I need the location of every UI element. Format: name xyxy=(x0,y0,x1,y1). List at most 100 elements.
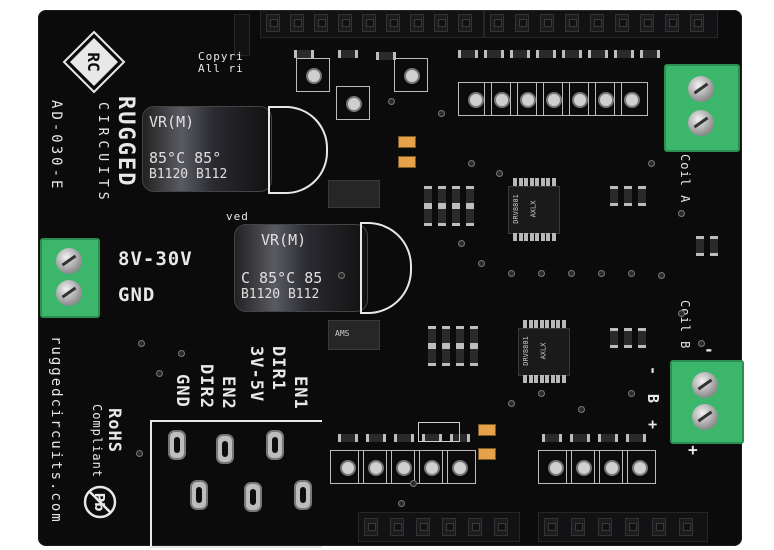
header-pin xyxy=(338,14,352,32)
capacitor-smd xyxy=(470,346,478,366)
ic-leg xyxy=(556,320,560,328)
header-pin xyxy=(598,518,612,536)
via xyxy=(496,170,503,177)
rohs-label: RoHS xyxy=(104,408,124,453)
driver-chip-upper: DRV8801 AXLX xyxy=(508,178,560,241)
header-pin xyxy=(665,14,679,32)
capacitor-bottom: VR(M) C 85°C 85 B1120 B112 xyxy=(234,224,368,312)
via xyxy=(538,270,545,277)
led-icon xyxy=(398,156,416,168)
pad-square xyxy=(562,82,596,116)
resistor xyxy=(338,50,358,58)
ic-leg xyxy=(556,375,560,383)
via xyxy=(678,210,685,217)
ic-leg xyxy=(535,178,539,186)
capacitor-smd xyxy=(696,236,704,256)
resistor xyxy=(422,434,442,442)
coil-b-plus: + xyxy=(688,440,699,459)
via xyxy=(478,260,485,267)
rc-logo-icon: RC xyxy=(62,30,126,94)
cap-top-outline xyxy=(268,106,328,194)
capacitor-smd xyxy=(438,186,446,206)
header-pin xyxy=(679,518,693,536)
ic-leg xyxy=(551,233,556,241)
coil-b-plus-2: + xyxy=(644,420,662,431)
header-pin xyxy=(386,14,400,32)
pad-square xyxy=(484,82,518,116)
ic-leg xyxy=(518,178,523,186)
jumper-slot xyxy=(244,482,262,512)
ic-leg xyxy=(518,233,523,241)
capacitor-smd xyxy=(442,326,450,346)
via xyxy=(578,406,585,413)
pad-square xyxy=(442,450,476,484)
via xyxy=(458,240,465,247)
via xyxy=(628,270,635,277)
cap-bottom-brand: VR(M) xyxy=(261,231,307,249)
header-pin xyxy=(515,14,529,32)
ic-leg xyxy=(529,178,534,186)
ic-leg xyxy=(539,375,544,383)
screw-icon xyxy=(692,404,718,430)
pad-square xyxy=(536,82,570,116)
coil-b-label: Coil B xyxy=(678,300,692,350)
ic-leg xyxy=(523,375,527,383)
resistor xyxy=(338,434,358,442)
capacitor-smd xyxy=(452,186,460,206)
header-pin xyxy=(494,518,508,536)
ic-leg xyxy=(540,178,545,186)
pad-square xyxy=(510,82,544,116)
pad-square xyxy=(358,450,392,484)
regulator-label: AMS xyxy=(335,329,350,338)
via xyxy=(156,370,163,377)
coil-b-letter: B xyxy=(644,394,662,405)
brand-circuits: CIRCUITS xyxy=(95,102,110,205)
pcb-board: RC RUGGED CIRCUITS AD-030-E ruggedcircui… xyxy=(38,10,744,548)
led-icon xyxy=(478,424,496,436)
cap-top-brand: VR(M) xyxy=(149,113,195,131)
cap-bottom-outline xyxy=(360,222,412,314)
ic-leg xyxy=(539,320,544,328)
driver-chip-lower: DRV8801 AXLX xyxy=(518,320,570,383)
coil-b-minus: - xyxy=(704,340,715,359)
resistor xyxy=(536,50,556,58)
chip-upper-name: DRV8801 xyxy=(511,194,520,224)
capacitor-smd xyxy=(428,346,436,366)
resistor xyxy=(570,434,590,442)
brand-rugged: RUGGED xyxy=(113,96,138,188)
ic-leg xyxy=(550,320,555,328)
resistor xyxy=(458,50,478,58)
header-bottom-left xyxy=(358,512,520,542)
website-label: ruggedcircuits.com xyxy=(48,336,64,524)
via xyxy=(538,390,545,397)
pad-square xyxy=(588,82,622,116)
capacitor-smd xyxy=(428,326,436,346)
pad-square xyxy=(336,86,370,120)
led-icon xyxy=(398,136,416,148)
svg-text:Pb: Pb xyxy=(91,493,106,512)
cap-bottom-code: B1120 B112 xyxy=(241,287,320,302)
resistor xyxy=(562,50,582,58)
pad-square xyxy=(296,58,330,92)
jumper-slot xyxy=(216,434,234,464)
capacitor-smd xyxy=(442,346,450,366)
via xyxy=(508,270,515,277)
resistor xyxy=(366,434,386,442)
capacitor-smd xyxy=(610,328,618,348)
header-pin xyxy=(364,518,378,536)
via xyxy=(648,160,655,167)
pad-square xyxy=(594,450,628,484)
capacitor-smd xyxy=(424,206,432,226)
capacitor-smd xyxy=(452,206,460,226)
pad-square xyxy=(566,450,600,484)
jumper-slot xyxy=(266,430,284,460)
pad-square xyxy=(622,450,656,484)
cap-top-temp: 85°C 85° xyxy=(149,149,222,167)
ic-leg xyxy=(535,233,539,241)
header-pin xyxy=(652,518,666,536)
pad-square xyxy=(330,450,364,484)
rohs-sub: Compliant xyxy=(90,404,104,479)
coil-a-label: Coil A xyxy=(678,154,692,204)
resistor xyxy=(376,52,396,60)
capacitor-smd xyxy=(470,326,478,346)
